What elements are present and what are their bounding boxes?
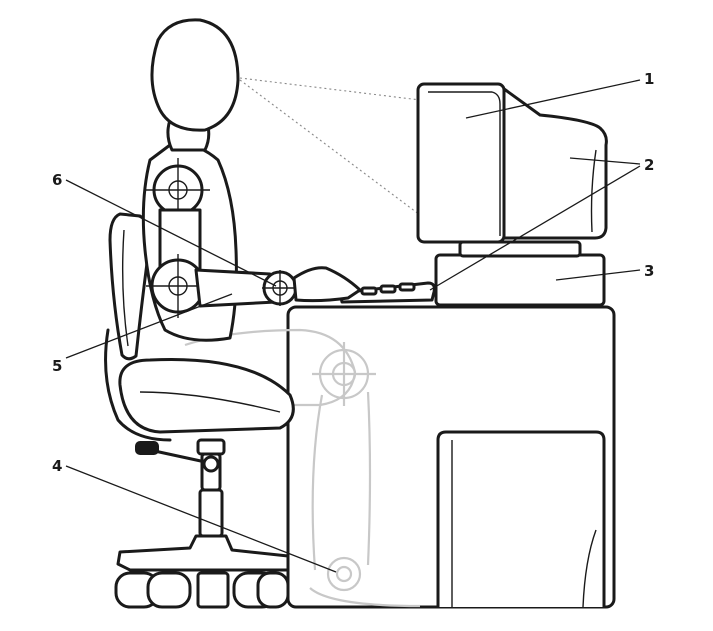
callout-5: 5: [52, 357, 62, 375]
callout-4: 4: [52, 457, 62, 475]
leg-ghost: [184, 328, 421, 608]
callout-2: 2: [644, 156, 654, 174]
monitor: [416, 82, 608, 244]
callout-1: 1: [644, 70, 654, 88]
sight-lines: [239, 77, 421, 216]
callout-6: 6: [52, 171, 62, 189]
callout-3: 3: [644, 262, 654, 280]
keyboard: [338, 281, 436, 304]
leader-lines: [65, 79, 641, 573]
chair: [104, 212, 295, 609]
figure: [141, 18, 362, 342]
monitor-riser: [434, 240, 606, 307]
callout-labels: 1 2 3 4 5 6: [52, 70, 654, 475]
